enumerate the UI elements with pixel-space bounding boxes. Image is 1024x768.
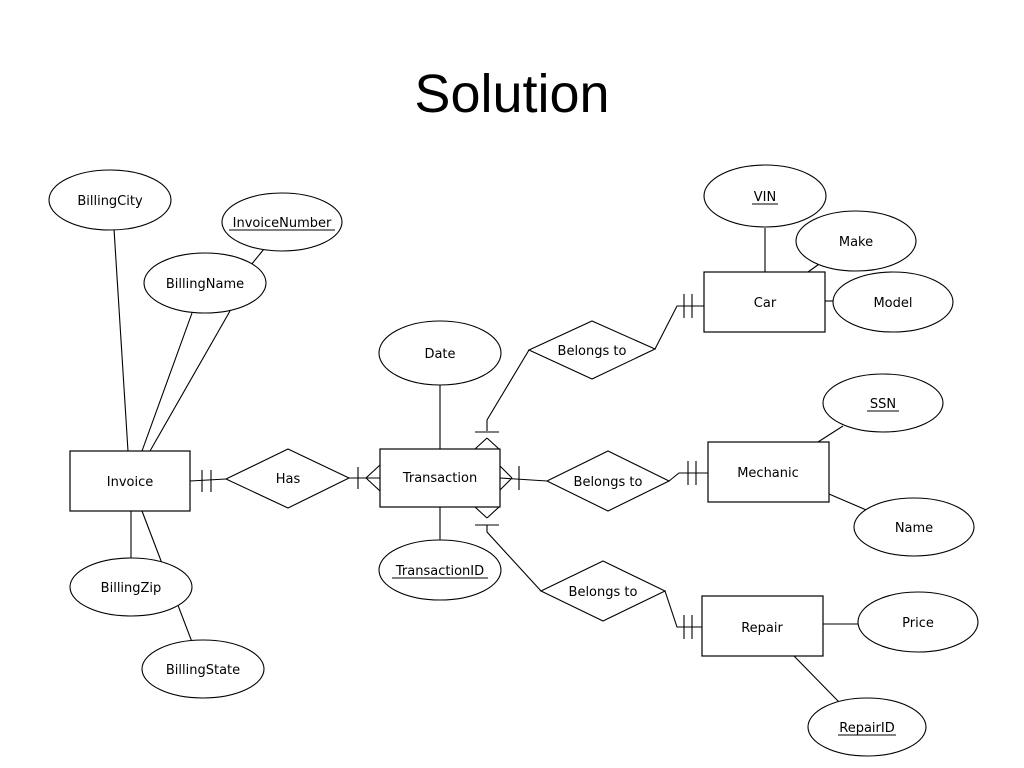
line-belongs-mechanic [668,472,708,482]
relationship-belongs-to-mechanic: Belongs to [545,450,671,512]
line-mechanic-ssn [817,425,844,443]
crows-foot-mark-transaction-car [474,431,500,450]
attribute-price: Price [857,591,979,653]
attribute-mechanic-name-label: Name [895,521,933,536]
attribute-ssn-label: SSN [870,397,896,412]
attribute-make: Make [795,210,917,272]
line-transaction-belongs-car [486,349,530,431]
attribute-billingname: BillingName [143,252,267,314]
attribute-mechanic-name: Name [853,497,975,557]
line-invoice-billingcity [113,228,129,452]
line-invoice-billingname-b [149,310,231,452]
line-transaction-belongs-repair [486,525,542,592]
attribute-transactionid: TransactionID [378,539,502,601]
attribute-vin-label: VIN [754,190,776,205]
slide-title: Solution [414,64,610,124]
entity-repair: Repair [701,595,824,657]
attribute-billingzip-label: BillingZip [101,581,162,596]
relationship-belongs-to-mechanic-label: Belongs to [574,475,643,490]
entity-transaction: Transaction [379,448,501,508]
entity-invoice: Invoice [69,450,191,512]
line-belongs-repair [664,590,702,628]
crows-foot-mark-transaction-repair [474,506,500,526]
entity-car-label: Car [754,296,777,311]
connector-lines [113,228,872,703]
relationship-belongs-to-repair: Belongs to [539,560,667,622]
attribute-make-label: Make [839,235,873,250]
relationship-belongs-to-repair-label: Belongs to [569,585,638,600]
attribute-date: Date [378,320,502,386]
attribute-invoicenumber-label: InvoiceNumber [233,216,332,231]
line-billingname-invoicenumber [250,248,265,266]
attribute-model: Model [832,271,954,333]
cardinality-marks [201,294,697,639]
crows-foot-mark-transaction-mechanic [499,465,520,491]
line-mechanic-name [828,493,872,513]
relationship-belongs-to-car: Belongs to [527,320,657,380]
attribute-price-label: Price [902,616,934,631]
attribute-billingstate-label: BillingState [166,663,240,678]
attribute-repairid-label: RepairID [839,721,894,736]
crows-foot-mark-has-transaction [357,464,381,492]
attribute-vin: VIN [703,164,827,228]
line-belongs-car [654,305,704,350]
relationship-belongs-to-car-label: Belongs to [558,344,627,359]
entity-transaction-label: Transaction [402,471,477,486]
relationship-has: Has [224,448,351,509]
entity-mechanic: Mechanic [707,441,830,503]
attribute-billingcity-label: BillingCity [77,194,143,209]
attribute-repairid: RepairID [807,697,927,757]
attribute-transactionid-label: TransactionID [395,564,484,579]
line-invoice-billingname-a [141,312,193,452]
attribute-date-label: Date [424,347,455,362]
attribute-ssn: SSN [822,373,944,433]
attribute-billingzip: BillingZip [69,557,193,617]
attribute-billingname-label: BillingName [166,277,244,292]
entity-car: Car [703,271,826,333]
one-mandatory-mark-car [683,294,693,318]
line-invoice-has [189,478,227,482]
attribute-model-label: Model [873,296,912,311]
entity-mechanic-label: Mechanic [737,466,799,481]
line-transaction-belongs-mechanic [499,477,548,482]
attribute-billingstate: BillingState [141,639,265,699]
entity-repair-label: Repair [741,621,783,636]
entity-invoice-label: Invoice [107,475,153,490]
relationship-has-label: Has [276,472,301,487]
one-mandatory-mark-mechanic [687,461,697,485]
one-mandatory-mark-invoice-has [201,470,212,492]
attribute-invoicenumber: InvoiceNumber [221,192,343,252]
attribute-billingcity: BillingCity [48,169,172,231]
one-mandatory-mark-repair [683,615,693,639]
line-repair-repairid [793,655,840,703]
